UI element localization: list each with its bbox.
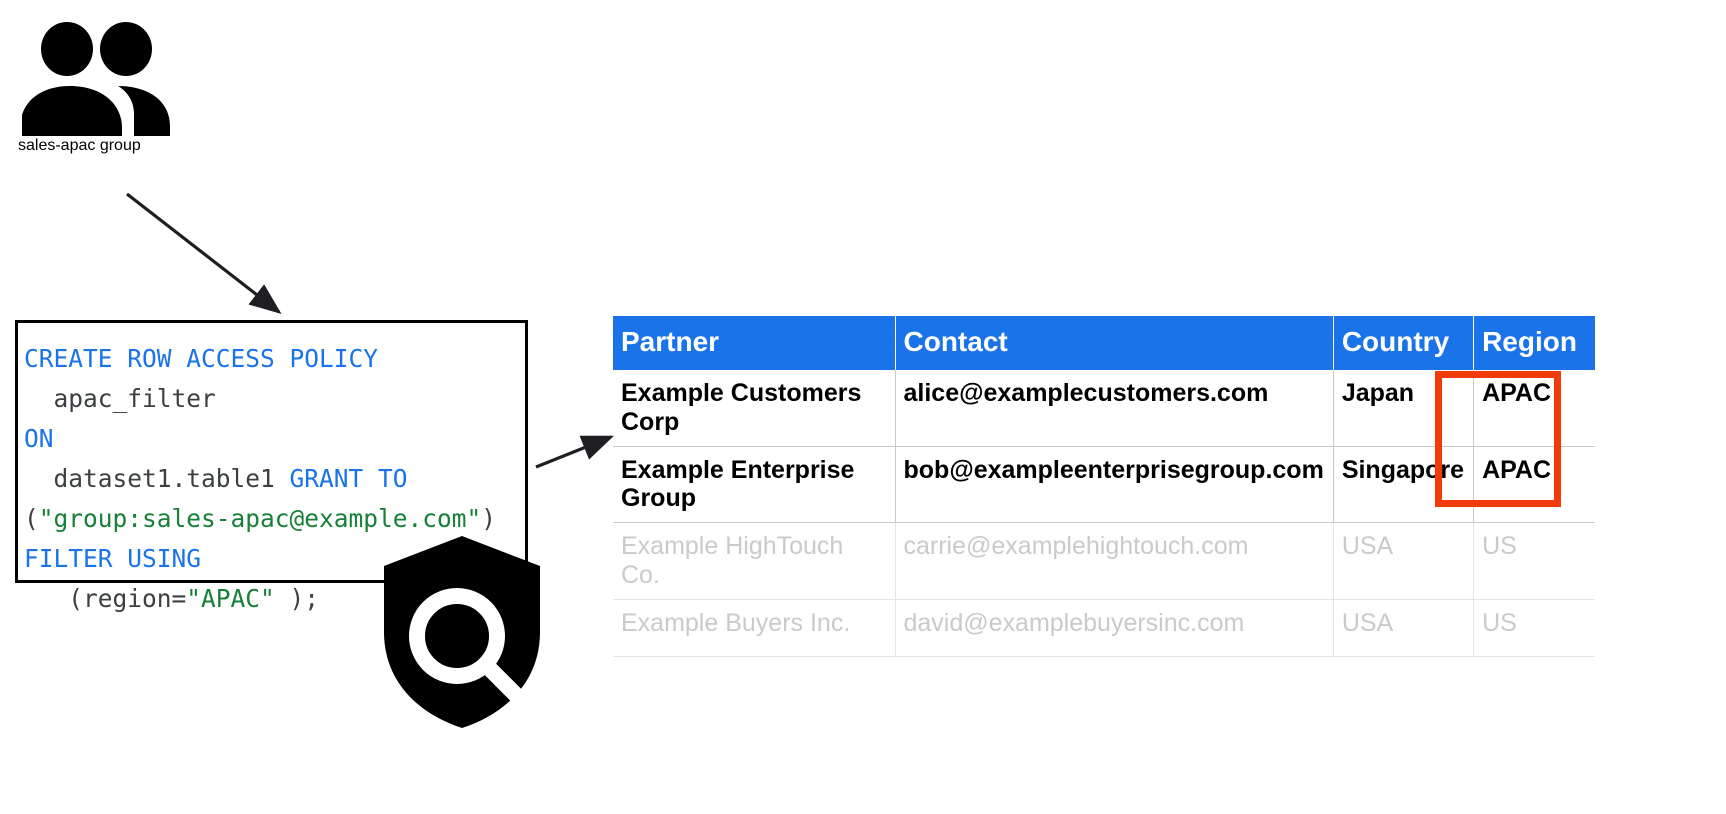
partner-table: Partner Contact Country Region Example C…: [613, 316, 1595, 657]
cell-contact: alice@examplecustomers.com: [895, 370, 1334, 447]
arrow-group-to-policy: [126, 192, 282, 314]
people-group-icon: [22, 22, 170, 136]
sql-token: GRANT TO: [289, 463, 408, 493]
sql-token: dataset1.table1: [53, 463, 290, 493]
sql-token: apac_filter: [53, 383, 216, 413]
sql-token: );: [274, 583, 320, 613]
sql-token: (region=: [68, 583, 187, 613]
arrow-policy-to-table: [535, 435, 614, 469]
table-row[interactable]: Example Enterprise Group bob@exampleente…: [613, 446, 1595, 524]
cell-country: USA: [1333, 599, 1475, 657]
cell-partner: Example Buyers Inc.: [613, 599, 896, 657]
cell-contact: david@examplebuyersinc.com: [895, 599, 1334, 657]
sql-token: (: [24, 503, 39, 533]
cell-region: APAC: [1473, 370, 1595, 447]
column-header-region[interactable]: Region: [1473, 316, 1595, 371]
cell-contact: carrie@examplehightouch.com: [895, 522, 1334, 600]
group-label: sales-apac group: [18, 137, 141, 154]
sql-token: [24, 384, 54, 413]
column-header-partner[interactable]: Partner: [613, 316, 896, 371]
table-row[interactable]: Example HighTouch Co. carrie@examplehigh…: [613, 522, 1595, 600]
cell-country: Japan: [1333, 370, 1475, 447]
table-header-row: Partner Contact Country Region: [613, 316, 1595, 371]
cell-partner: Example Enterprise Group: [613, 446, 896, 524]
cell-partner: Example HighTouch Co.: [613, 522, 896, 600]
cell-country: USA: [1333, 522, 1475, 600]
group-node: sales-apac group: [18, 22, 248, 155]
column-header-contact[interactable]: Contact: [895, 316, 1334, 371]
column-header-country[interactable]: Country: [1333, 316, 1475, 371]
sql-token: CREATE ROW ACCESS POLICY: [24, 344, 379, 373]
cell-region: US: [1473, 522, 1595, 600]
cell-partner: Example Customers Corp: [613, 370, 896, 447]
table-row[interactable]: Example Customers Corp alice@examplecust…: [613, 370, 1595, 447]
sql-code-text: CREATE ROW ACCESS POLICY apac_filter ON …: [24, 339, 515, 618]
cell-contact: bob@exampleenterprisegroup.com: [895, 446, 1334, 524]
sql-token: ): [481, 503, 497, 533]
sql-token: "APAC": [186, 583, 275, 613]
cell-region: APAC: [1473, 446, 1595, 524]
sql-token: [24, 464, 54, 493]
sql-token: "group:sales-apac@example.com": [38, 503, 482, 533]
table-row[interactable]: Example Buyers Inc. david@examplebuyersi…: [613, 599, 1595, 657]
sql-token: FILTER USING: [24, 543, 202, 573]
cell-region: US: [1473, 599, 1595, 657]
row-access-policy-code-block: CREATE ROW ACCESS POLICY apac_filter ON …: [15, 320, 528, 613]
shield-search-icon: [384, 536, 540, 728]
sql-token: ON: [24, 423, 54, 453]
cell-country: Singapore: [1333, 446, 1475, 524]
